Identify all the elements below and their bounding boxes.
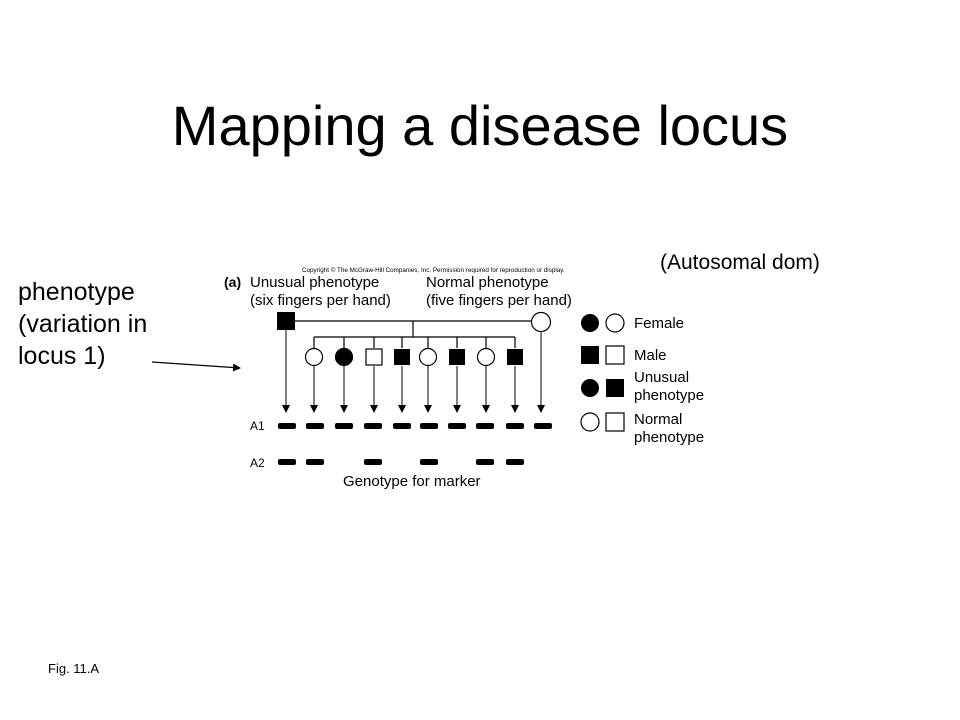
legend-normal-square-symbol (605, 412, 625, 432)
phenotype-label: phenotype (variation in locus 1) (18, 276, 147, 372)
parent-mother-normal (530, 311, 552, 333)
legend-unusual-square-symbol (606, 379, 624, 397)
panel-label: (a) (224, 274, 241, 290)
inheritance-note: (Autosomal dom) (660, 251, 820, 274)
pedigree-lines (295, 320, 531, 348)
marker-a2-bars (278, 459, 524, 465)
legend-female-label: Female (634, 315, 684, 332)
genotype-arrows (282, 330, 545, 413)
child-7-female-normal (476, 347, 496, 367)
legend-male-filled-symbol (581, 346, 599, 364)
legend-normal-circle-symbol (580, 412, 600, 432)
parent-left-label-1: Unusual phenotype (250, 274, 379, 291)
legend-normal-label-1: Normal (634, 411, 682, 428)
slide-title: Mapping a disease locus (171, 94, 789, 157)
phenotype-label-line-3: locus 1) (18, 342, 106, 370)
parent-right-label-1: Normal phenotype (426, 274, 549, 291)
figure-caption: Fig. 11.A (48, 661, 100, 676)
marker-a1-bars (278, 423, 552, 429)
phenotype-label-line-1: phenotype (18, 278, 135, 306)
child-4-male-affected (394, 349, 410, 365)
child-2-female-affected (334, 347, 354, 367)
phenotype-label-line-2: (variation in (18, 310, 148, 338)
marker-caption: Genotype for marker (343, 473, 481, 490)
child-3-male-normal (365, 348, 383, 366)
legend-male-open-symbol (605, 345, 625, 365)
legend-female-filled-symbol (581, 314, 599, 332)
copyright-text: Copyright © The McGraw-Hill Companies, I… (302, 266, 565, 274)
parent-father-affected (277, 312, 295, 330)
legend-unusual-label-1: Unusual (634, 369, 689, 386)
marker-a1-label: A1 (250, 419, 265, 433)
parent-right-label-2: (five fingers per hand) (426, 292, 572, 309)
child-6-male-affected (449, 349, 465, 365)
child-8-male-affected (507, 349, 523, 365)
pedigree-legend: Female Male Unusual phenotype Normal phe… (580, 313, 704, 446)
child-1-female-normal (304, 347, 324, 367)
pointer-arrow (151, 361, 241, 372)
parent-left-label-2: (six fingers per hand) (250, 292, 391, 309)
marker-a2-label: A2 (250, 456, 265, 470)
legend-unusual-label-2: phenotype (634, 387, 704, 404)
legend-female-open-symbol (605, 313, 625, 333)
legend-unusual-circle-symbol (581, 379, 599, 397)
legend-male-label: Male (634, 347, 667, 364)
child-5-female-normal (418, 347, 438, 367)
legend-normal-label-2: phenotype (634, 429, 704, 446)
